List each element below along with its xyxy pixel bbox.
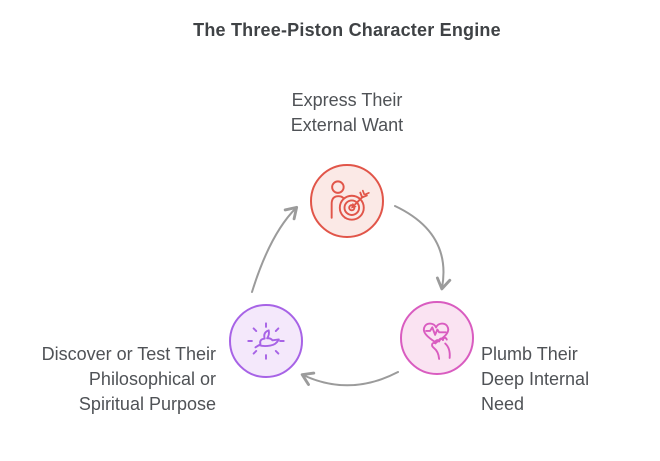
label-spiritual-purpose: Discover or Test Their Philosophical or … [5,342,216,417]
label-line: Deep Internal [481,369,590,389]
label-deep-internal-need: Plumb Their Deep Internal Need [481,342,641,417]
label-express-external-want: Express Their External Want [247,88,447,138]
dove-rays-icon [247,322,285,360]
node-express-external-want [310,164,384,238]
label-line: Need [481,394,525,414]
node-spiritual-purpose [229,304,303,378]
heart-in-hand-icon [422,322,451,360]
label-line: Plumb Their [481,344,578,364]
page-title: The Three-Piston Character Engine [193,20,501,40]
label-line: External Want [290,115,404,135]
node-deep-internal-need [400,301,474,375]
label-line: Spiritual Purpose [78,394,216,414]
arrow-right-to-left [300,371,399,387]
arrow-top-to-right [394,205,452,291]
person-target-icon [330,180,370,221]
label-line: Philosophical or [88,369,216,389]
label-line: Express Their [291,90,403,110]
label-line: Discover or Test Their [41,344,216,364]
arrow-left-to-top [251,205,299,293]
